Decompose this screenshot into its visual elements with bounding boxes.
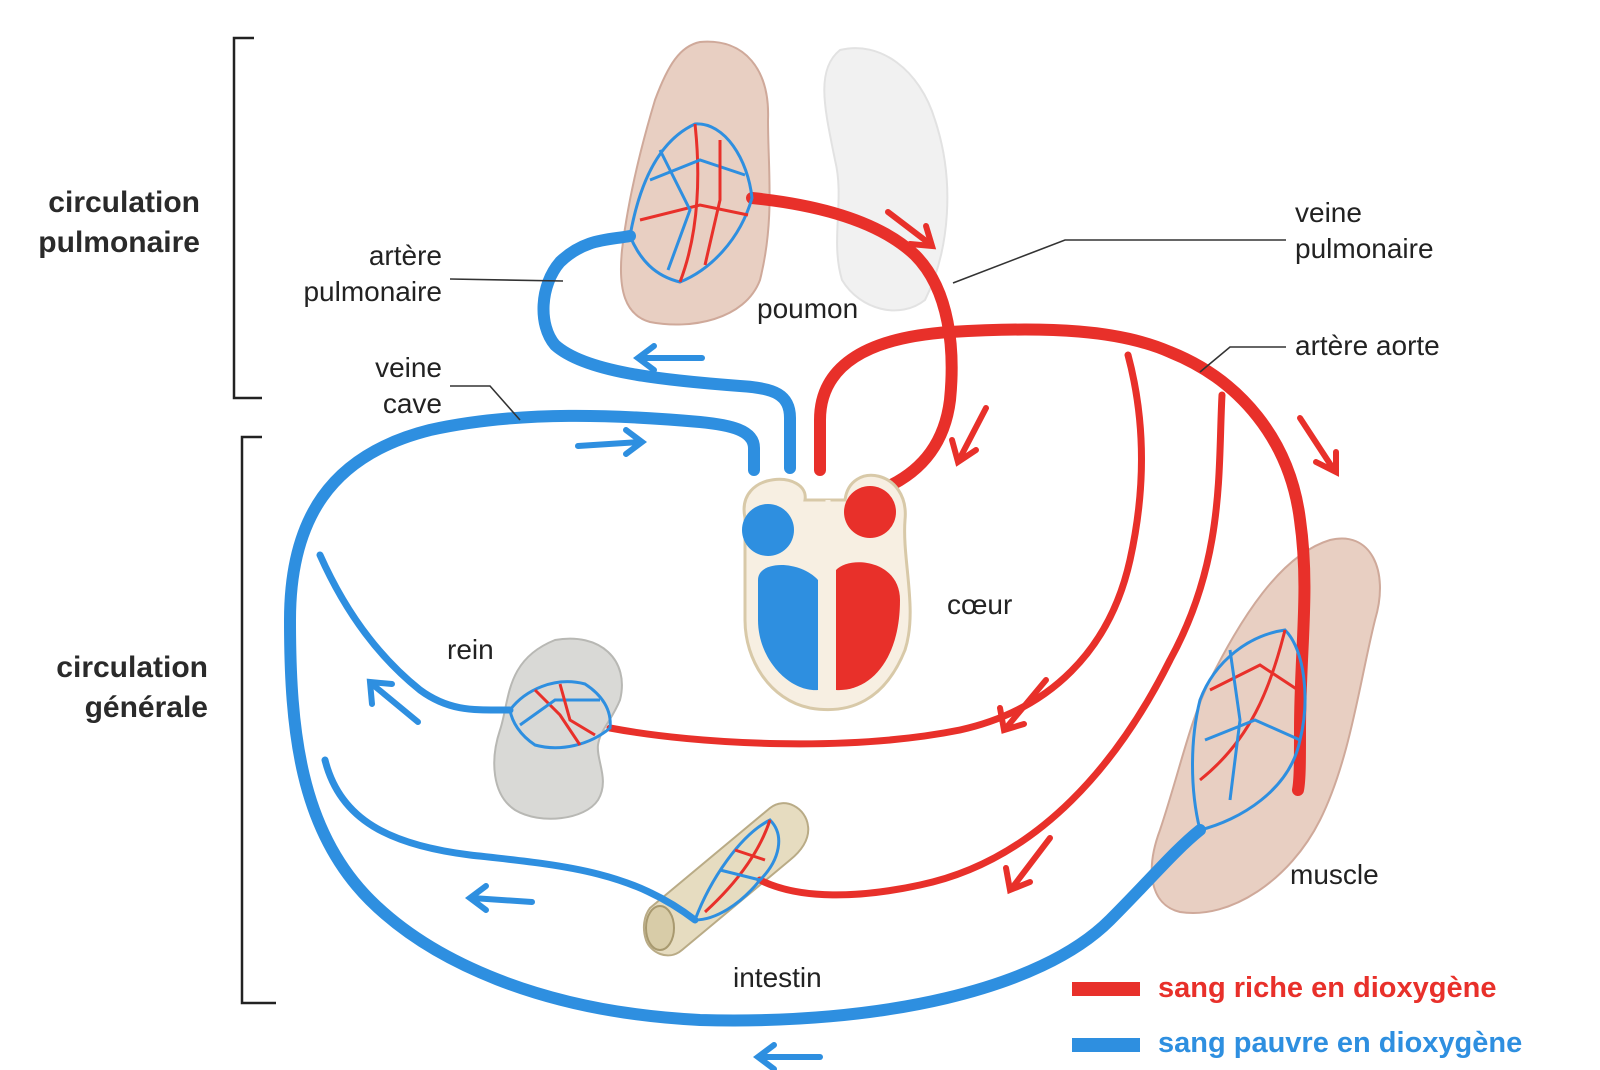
label-vena-cava-line1: veine	[375, 352, 442, 383]
label-lung: poumon	[757, 293, 859, 324]
section-pulmonary-line1: circulation	[48, 186, 200, 219]
flow-arrows	[366, 209, 1339, 1070]
leader-lines	[449, 239, 1286, 421]
kidney-artery-vessel	[606, 351, 1145, 748]
label-pulmonary-artery-line1: artère	[368, 240, 442, 271]
intestine-shape	[642, 802, 810, 957]
right-atrium	[742, 504, 794, 556]
lung-capillaries	[628, 122, 754, 284]
label-heart: cœur	[947, 589, 1013, 620]
arrow-to-heart	[949, 405, 989, 467]
leader-pulmonary-vein	[952, 239, 1286, 284]
left-ventricle	[836, 562, 900, 691]
arrow-bottom	[753, 1042, 823, 1070]
kidney-capillaries	[508, 680, 612, 750]
label-pulmonary-vein: veine pulmonaire	[1295, 195, 1475, 267]
section-systemic: circulation générale	[10, 648, 208, 728]
section-systemic-line1: circulation	[56, 651, 208, 684]
aorta-vessel	[814, 323, 1311, 796]
arrow-aorta-down	[1297, 415, 1339, 477]
label-aorta: artère aorte	[1295, 330, 1440, 361]
intestine-vein-vessel	[321, 756, 699, 924]
leader-pulmonary-artery	[449, 278, 564, 282]
intestine-capillaries	[692, 818, 781, 922]
right-ventricle	[758, 565, 818, 691]
label-pulmonary-vein-line1: veine	[1295, 197, 1362, 228]
arrow-lung-to-vein	[885, 209, 937, 250]
label-muscle: muscle	[1290, 859, 1379, 890]
heart	[742, 473, 912, 712]
legend-rich-text: sang riche en dioxygène	[1158, 972, 1497, 1004]
leader-aorta	[1199, 346, 1286, 373]
intestine-artery-vessel	[756, 391, 1226, 899]
kidney-shape	[493, 637, 623, 820]
section-pulmonary-line2: pulmonaire	[38, 226, 200, 259]
label-pulmonary-artery: artère pulmonaire	[262, 238, 442, 310]
pulmonary-artery-vessel	[537, 230, 796, 474]
pulmonary-vein-vessel	[746, 192, 958, 494]
arrow-kidney-artery	[997, 677, 1049, 734]
pulmonary-bracket	[232, 36, 262, 400]
label-vena-cava-line2: cave	[382, 388, 442, 419]
arrow-intestine-vein	[465, 883, 535, 913]
kidney-vein-vessel	[316, 551, 514, 714]
systemic-bracket	[240, 435, 276, 1005]
muscle-capillaries	[1191, 628, 1307, 832]
arrow-pulmonary-artery	[633, 343, 705, 373]
legend-poor-swatch	[1072, 1038, 1140, 1052]
legend-rich-swatch	[1072, 982, 1140, 996]
vena-cava-vessel	[284, 409, 1206, 1027]
leader-vena-cava	[450, 385, 521, 421]
lung-left-shape	[619, 40, 771, 326]
intestine-opening	[645, 905, 675, 951]
arrow-kidney-vein	[366, 678, 421, 725]
left-atrium	[844, 486, 896, 538]
legend-poor-text: sang pauvre en dioxygène	[1158, 1027, 1523, 1059]
label-intestine: intestin	[733, 962, 822, 993]
label-pulmonary-vein-line2: pulmonaire	[1295, 233, 1434, 264]
poor-blood-vessels	[284, 230, 1206, 1027]
label-vena-cava: veine cave	[302, 350, 442, 422]
arrow-vena-cava	[575, 427, 647, 457]
label-pulmonary-artery-line2: pulmonaire	[303, 276, 442, 307]
label-kidney: rein	[447, 634, 494, 665]
section-pulmonary: circulation pulmonaire	[10, 183, 200, 263]
rich-blood-vessels	[606, 192, 1311, 899]
arrow-intestine-artery	[1003, 835, 1053, 895]
section-systemic-line2: générale	[84, 691, 208, 724]
